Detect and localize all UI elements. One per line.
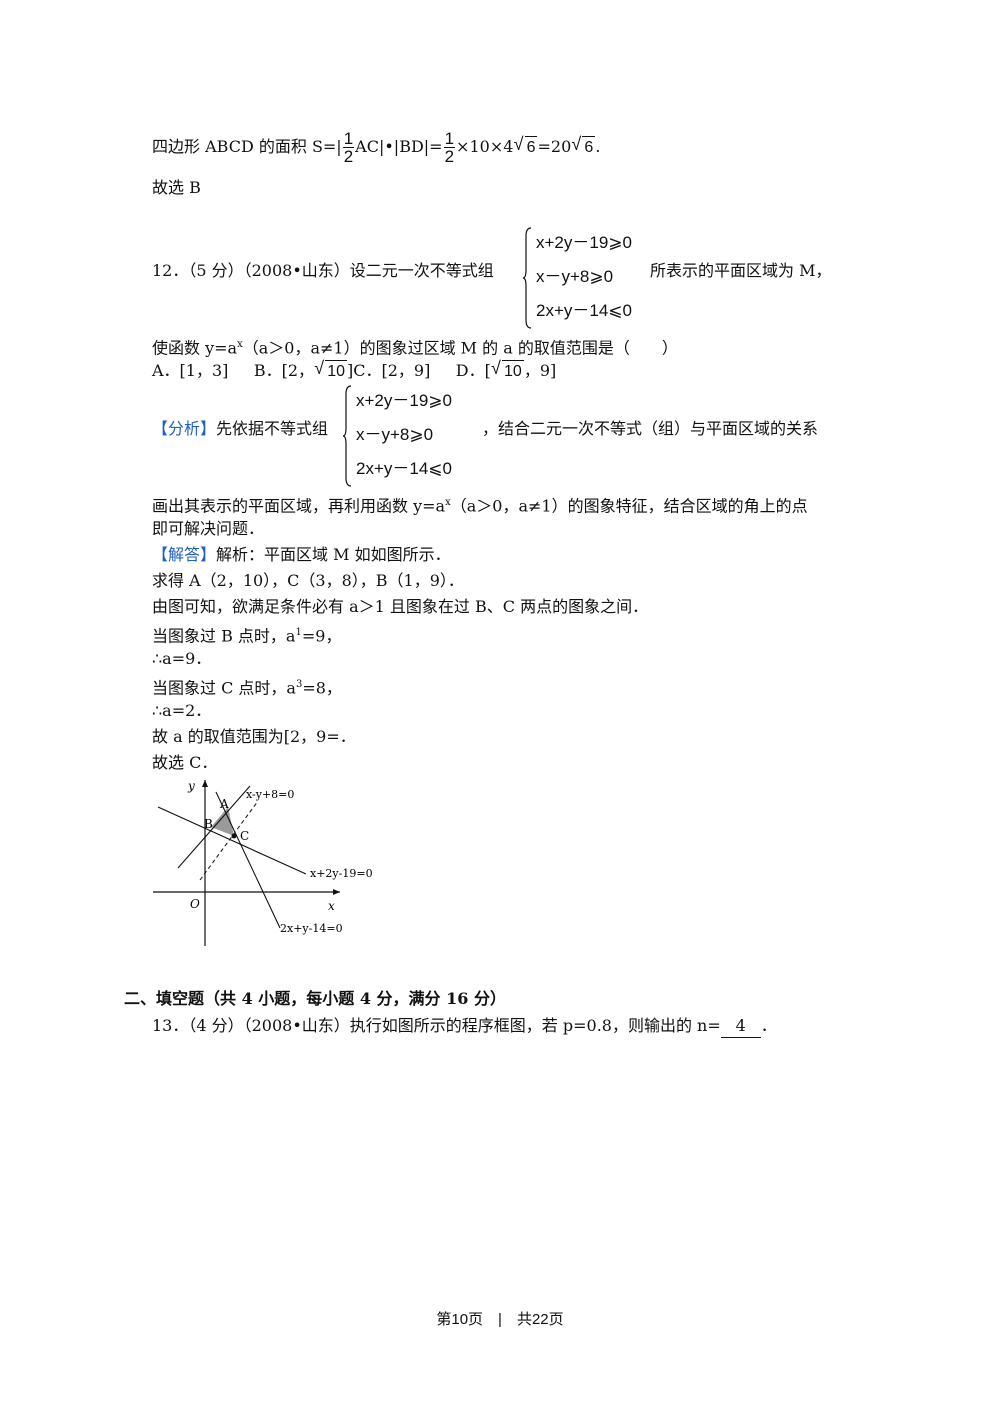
text: ． [760,1016,777,1035]
text: 先依据不等式组 [216,419,329,438]
region-m [211,807,234,836]
brace-icon [342,385,352,487]
text: AC|•|BD|= [355,137,443,156]
numerator: 1 [342,129,355,148]
sqrt: 6 [572,133,596,159]
denominator: 2 [444,147,455,166]
text: 使函数 y=a [152,338,238,358]
analysis-line2: 画出其表示的平面区域，再利用函数 y=ax（a＞0，a≠1）的图象特征，结合区域… [152,492,808,517]
y-label: y [187,779,195,793]
solution-line1: 【解答】解析：平面区域 M 如如图所示． [152,544,451,566]
line1-label: x-y+8=0 [246,788,294,801]
point-c-label: C [240,829,249,843]
text: 13．（4 分）（2008•山东）执行如图所示的程序框图，若 p=0.8，则输出… [152,1016,721,1035]
sqrt: 10 [314,357,347,383]
option-a: A．[1，3] [152,361,229,380]
analysis-tag: 【分析】 [152,419,217,438]
solution-line3: 由图可知，欲满足条件必有 a＞1 且图象在过 B、C 两点的图象之间． [152,597,649,616]
inequality: x+2y－19⩾0 [536,233,632,252]
solution-line8: 故 a 的取值范围为[2，9=． [152,727,356,746]
text: =20 [537,137,572,156]
inequality: x+2y－19⩾0 [356,391,452,410]
line3-label: 2x+y-14=0 [280,922,343,935]
origin-label: O [190,897,200,911]
analysis-inequality-system: x+2y－19⩾0 x－y+8⩾0 2x+y－14⩽0 [342,384,452,488]
numerator: 1 [443,129,456,148]
analysis-tail: ，结合二元一次不等式（组）与平面区域的关系 [482,419,819,438]
q12-tail: 所表示的平面区域为 M， [650,261,832,280]
solution-line5: ∴a=9． [152,649,212,668]
y-arrow-icon [202,780,208,787]
solution-line9: 故选 C． [152,753,218,772]
option-d: D．[ [455,361,491,380]
line-x-2y-19 [157,806,307,875]
analysis-lead: 【分析】先依据不等式组 [152,418,328,440]
text: . [595,137,601,156]
text: 解析：平面区域 M 如如图所示． [216,545,451,564]
q12-inequality-system: x+2y－19⩾0 x－y+8⩾0 2x+y－14⩽0 [522,226,632,330]
point-b-label: B [204,817,213,831]
analysis-line3: 即可解决问题． [152,519,265,538]
line-x-y-plus-8 [177,785,251,869]
x-label: x [328,899,335,913]
text: ] [347,361,354,380]
q12-line2: 使函数 y=ax（a＞0，a≠1）的图象过区域 M 的 a 的取值范围是（ ） [152,334,678,359]
text: ，9] [523,361,557,380]
solution-line2: 求得 A（2，10），C（3，8），B（1，9）． [152,571,464,590]
text: =9， [301,626,342,646]
inequality: 2x+y－14⩽0 [356,459,452,478]
point-c-dot [231,833,237,839]
option-b: B．[2， [253,361,315,380]
page-footer: 第10页 | 共22页 [436,1311,564,1328]
text: ×10×4 [456,137,514,156]
inequality: 2x+y－14⩽0 [536,301,632,320]
text: （a＞0，a≠1）的图象过区域 M 的 a 的取值范围是（ ） [242,338,678,358]
answer-blank: 4 [720,1015,761,1038]
q12-options: A．[1，3] B．[2， 10]C．[2，9] D．[ 10，9] [152,357,557,383]
sqrt: 10 [491,357,524,383]
line-2x-y-14 [215,791,281,929]
solution-line6: 当图象过 C 点时，a3=8， [152,674,342,699]
superscript: x [445,497,451,508]
region-figure: y x O A B C x-y+8=0 x+2y-19=0 2x+y-14=0 [153,779,373,946]
inequality: x－y+8⩾0 [536,267,614,286]
superscript: 1 [295,627,302,638]
text: 当图象过 C 点时，a [152,678,296,698]
denominator: 2 [343,147,354,166]
point-a-label: A [219,797,229,811]
x-arrow-icon [333,889,340,895]
text: （a＞0，a≠1）的图象特征，结合区域的角上的点 [450,496,808,516]
inequality: x－y+8⩾0 [356,425,434,444]
q12-lead: 12．（5 分）（2008•山东）设二元一次不等式组 [152,261,494,280]
solution-line4: 当图象过 B 点时，a1=9， [152,622,341,647]
brace-icon [522,227,532,329]
text: 画出其表示的平面区域，再利用函数 y=a [152,496,446,516]
text: 四边形 ABCD 的面积 S=| [152,137,342,156]
superscript: 3 [295,679,303,690]
superscript: x [237,339,243,350]
answer-b: 故选 B [152,178,201,197]
line2-label: x+2y-19=0 [310,867,373,880]
section2-heading: 二、填空题（共 4 小题，每小题 4 分，满分 16 分） [124,989,506,1008]
solution-tag: 【解答】 [152,545,217,564]
text: =8， [302,678,342,698]
dashed-line [199,800,259,881]
q13-line: 13．（4 分）（2008•山东）执行如图所示的程序框图，若 p=0.8，则输出… [152,1015,777,1038]
option-c: C．[2，9] [353,361,431,380]
text: 当图象过 B 点时，a [152,626,296,646]
sqrt: 6 [514,133,538,159]
solution-line7: ∴a=2． [152,701,212,720]
